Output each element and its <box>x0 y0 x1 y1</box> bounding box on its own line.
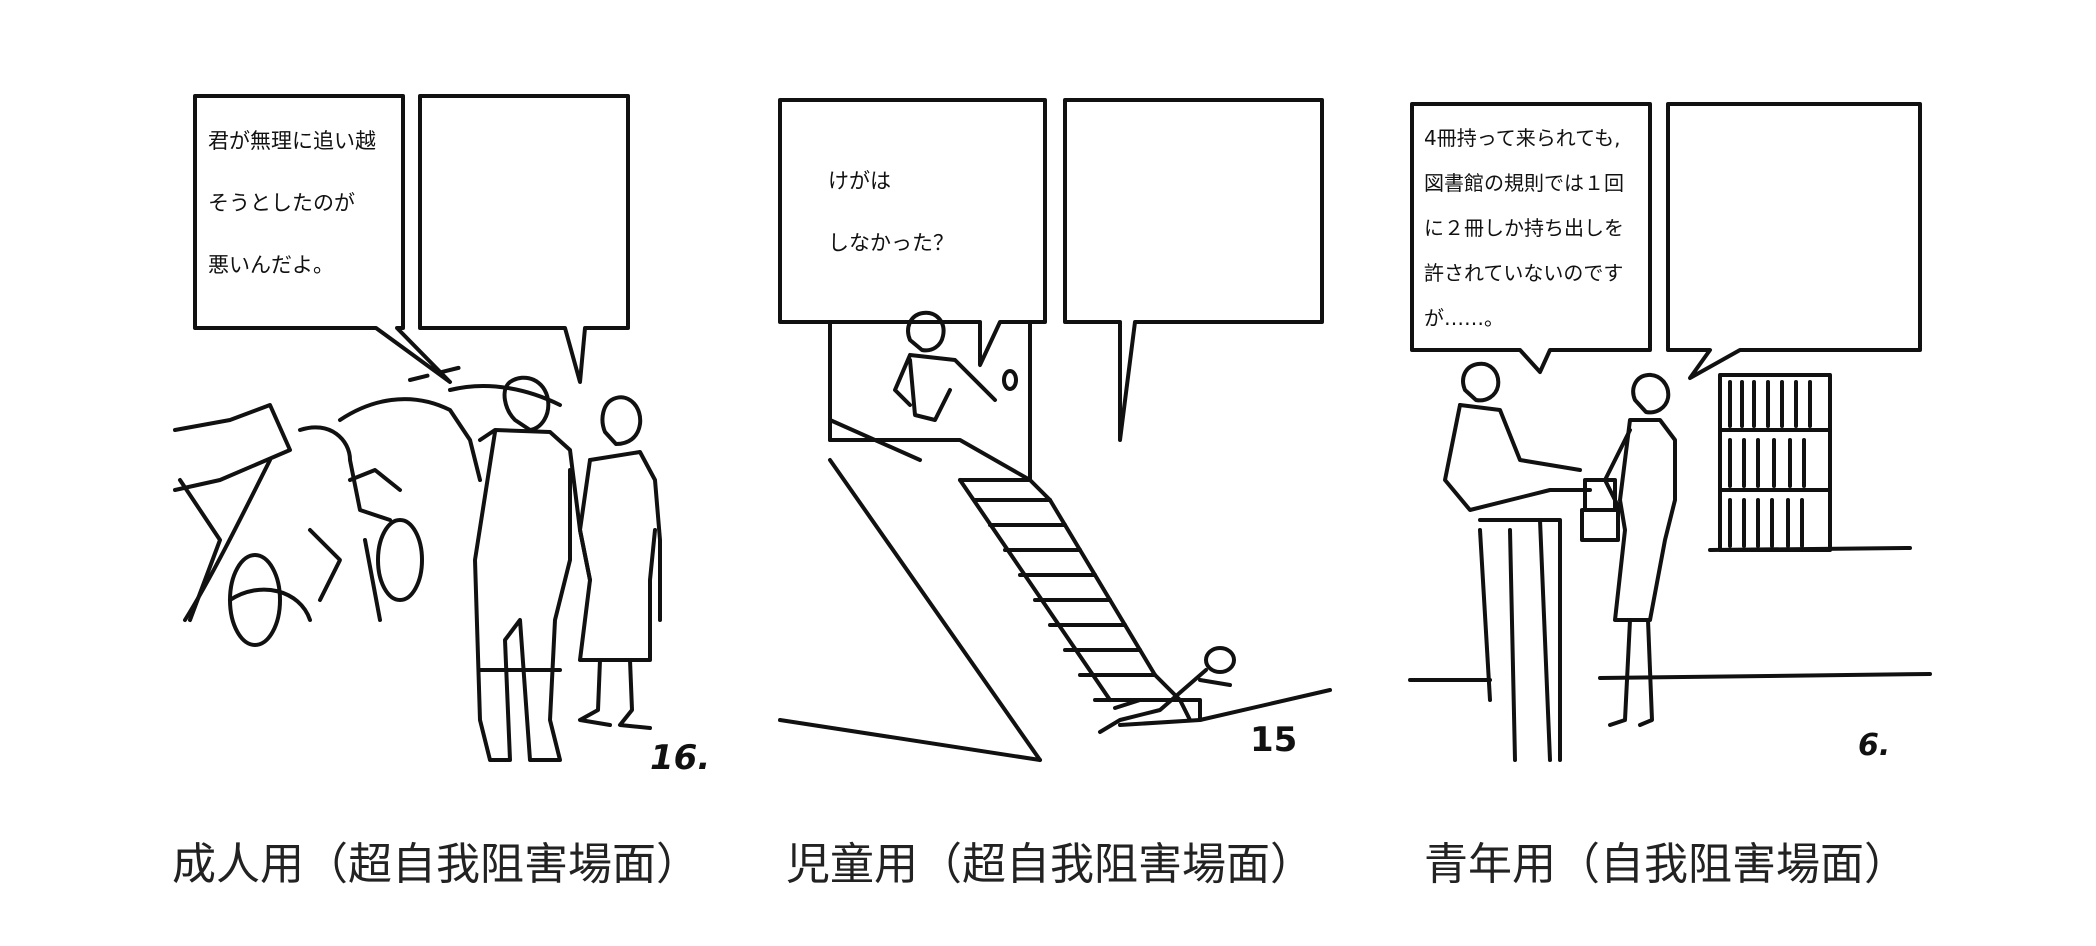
speech-line: 君が無理に追い越 <box>208 129 376 153</box>
panel-adult: 君が無理に追い越 そうとしたのが 悪いんだよ。 16. <box>150 60 750 800</box>
panel-youth: 4冊持って来られても, 図書館の規則では１回 に２冊しか持ち出しを 許されていな… <box>1390 60 1990 800</box>
illustration-stairs-fall <box>778 98 1332 762</box>
speech-bubble-filled <box>1410 102 1652 374</box>
plate-number: 16. <box>650 738 711 778</box>
speech-line: けがは <box>828 169 891 193</box>
illustration-library-desk <box>1408 102 1932 762</box>
speech-text-child: けがは しなかった？ <box>828 150 954 274</box>
speech-bubble-empty <box>418 94 630 384</box>
speech-bubble-empty <box>1063 98 1324 442</box>
caption-adult: 成人用（超自我阻害場面） <box>172 839 700 890</box>
speech-text-youth: 4冊持って来られても, 図書館の規則では１回 に２冊しか持ち出しを 許されていな… <box>1424 116 1624 341</box>
speech-line: 悪いんだよ。 <box>208 253 334 277</box>
speech-line: 許されていないのです <box>1424 261 1624 285</box>
caption-child: 児童用（超自我阻害場面） <box>786 839 1314 890</box>
panel-child: けがは しなかった？ 15 <box>760 60 1360 800</box>
speech-bubble-filled <box>778 98 1047 367</box>
speech-bubble-filled <box>193 94 452 384</box>
plate-number: 15 <box>1250 720 1298 760</box>
speech-text-adult: 君が無理に追い越 そうとしたのが 悪いんだよ。 <box>208 110 376 296</box>
plate-number: 6. <box>1858 728 1891 763</box>
speech-line: そうとしたのが <box>208 191 355 215</box>
speech-line: 4冊持って来られても, <box>1424 126 1621 150</box>
speech-line: が……。 <box>1424 306 1504 330</box>
caption-youth: 青年用（自我阻害場面） <box>1424 839 1908 890</box>
illustration-car-accident <box>173 94 662 762</box>
speech-line: 図書館の規則では１回 <box>1424 171 1624 195</box>
speech-line: に２冊しか持ち出しを <box>1424 216 1624 240</box>
speech-bubble-empty <box>1666 102 1922 380</box>
speech-line: しなかった？ <box>828 231 954 255</box>
